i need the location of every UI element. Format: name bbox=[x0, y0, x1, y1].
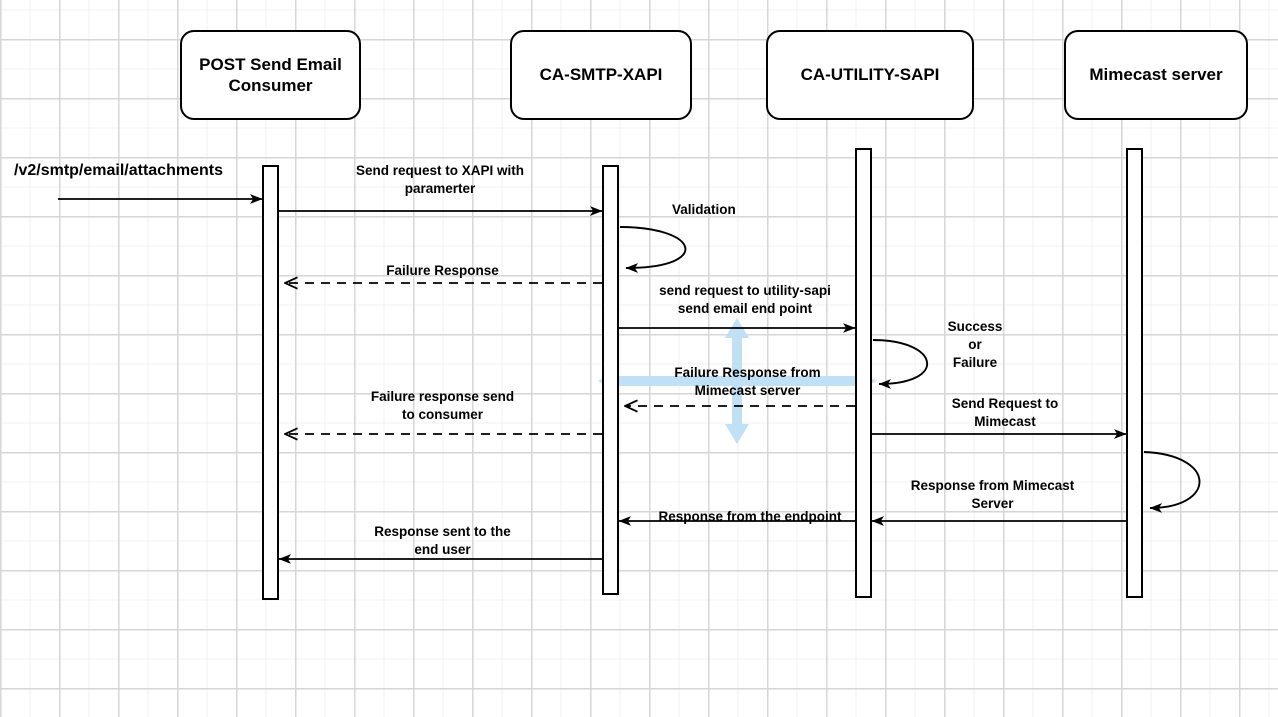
participant-box-sapi[interactable]: CA-UTILITY-SAPI bbox=[766, 30, 974, 120]
participant-label-mimecast: Mimecast server bbox=[1089, 65, 1223, 85]
message-label-validation: Validation bbox=[672, 202, 736, 217]
message-label-send-request-utility-sapi: send request to utility-sapi send email … bbox=[659, 283, 831, 316]
message-label-response-from-endpoint: Response from the endpoint bbox=[658, 509, 842, 524]
message-label-entry-path: /v2/smtp/email/attachments bbox=[14, 162, 223, 179]
message-label-failure-response-mimecast: Failure Response from Mimecast server bbox=[674, 365, 821, 398]
participant-label-consumer: POST Send Email Consumer bbox=[199, 54, 342, 95]
message-selfloop-m3 bbox=[619, 226, 687, 273]
message-selfloop-m10 bbox=[1143, 451, 1201, 513]
participant-label-xapi: CA-SMTP-XAPI bbox=[539, 65, 663, 85]
activation-bar-xapi[interactable] bbox=[602, 165, 619, 595]
message-label-response-from-mimecast: Response from Mimecast Server bbox=[910, 478, 1075, 511]
activation-bar-mimecast[interactable] bbox=[1126, 148, 1143, 598]
message-label-success-or-failure: Success or Failure bbox=[947, 319, 1003, 370]
participant-box-xapi[interactable]: CA-SMTP-XAPI bbox=[510, 30, 692, 120]
message-label-failure-response: Failure Response bbox=[386, 263, 499, 278]
message-label-send-request-mimecast: Send Request to Mimecast bbox=[951, 396, 1059, 429]
message-label-failure-response-consumer: Failure response send to consumer bbox=[370, 389, 515, 422]
participant-label-sapi: CA-UTILITY-SAPI bbox=[800, 65, 940, 85]
activation-bar-consumer[interactable] bbox=[262, 165, 279, 600]
message-label-send-request-xapi: Send request to XAPI with paramerter bbox=[355, 163, 525, 196]
message-label-response-to-end-user: Response sent to the end user bbox=[374, 524, 511, 557]
participant-box-consumer[interactable]: POST Send Email Consumer bbox=[180, 30, 361, 120]
activation-bar-sapi[interactable] bbox=[855, 148, 872, 598]
participant-box-mimecast[interactable]: Mimecast server bbox=[1064, 30, 1248, 120]
